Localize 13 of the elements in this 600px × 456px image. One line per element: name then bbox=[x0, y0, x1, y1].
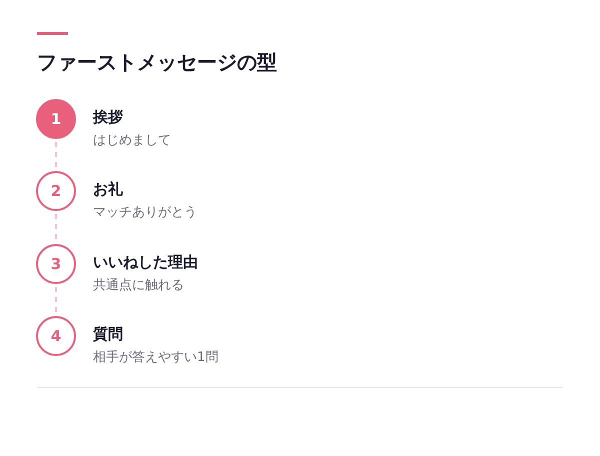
title: ファーストメッセージの型 bbox=[37, 49, 277, 76]
step-heading: 質問 bbox=[93, 324, 123, 344]
step-number-circle: 1 bbox=[36, 99, 76, 139]
step-description: マッチありがとう bbox=[93, 204, 197, 222]
step-number-circle: 3 bbox=[36, 244, 76, 284]
step-heading: いいねした理由 bbox=[93, 252, 198, 272]
step-description: はじめまして bbox=[93, 132, 171, 150]
step-heading: お礼 bbox=[93, 179, 123, 199]
step-number-circle: 4 bbox=[36, 316, 76, 356]
step-description: 相手が答えやすい1問 bbox=[93, 349, 218, 367]
step-heading: 挨拶 bbox=[93, 107, 123, 127]
step-number-circle: 2 bbox=[36, 171, 76, 211]
step-description: 共通点に触れる bbox=[93, 277, 184, 295]
